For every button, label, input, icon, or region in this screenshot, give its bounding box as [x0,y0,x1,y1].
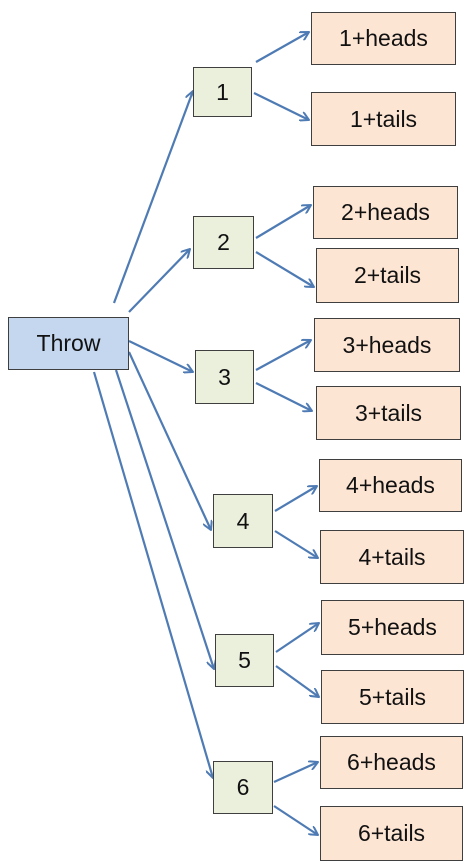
arrow-5-to-tails [275,665,319,697]
leaf-5-heads: 5+heads [321,600,464,655]
die-3-box: 3 [195,350,254,404]
leaf-3-tails: 3+tails [316,386,461,440]
leaf-6-heads-label: 6+heads [347,749,436,775]
leaf-4-tails: 4+tails [320,530,464,584]
die-5-label: 5 [238,647,251,673]
arrow-2-to-heads [255,205,311,239]
leaf-2-tails-label: 2+tails [353,262,422,288]
arrow-throw-to-6 [92,371,213,778]
arrow-2-to-tails [255,251,314,287]
leaf-5-tails: 5+tails [321,670,464,724]
arrow-3-to-tails [255,382,312,411]
leaf-4-heads-label: 4+heads [346,472,435,498]
leaf-1-heads-label: 1+heads [339,25,428,51]
die-1-box: 1 [193,67,252,117]
arrow-6-to-heads [273,762,318,784]
leaf-3-tails-label: 3+tails [354,399,423,426]
leaf-5-tails-label: 5+tails [358,683,427,710]
leaf-4-heads: 4+heads [319,459,462,512]
die-3-label: 3 [218,363,231,390]
die-6-label: 6 [236,774,250,800]
arrow-4-to-tails [274,530,318,558]
arrow-throw-to-5 [114,369,214,669]
die-2-label: 2 [217,229,230,255]
arrow-4-to-heads [274,486,317,512]
arrow-6-to-tails [273,805,318,835]
arrow-throw-to-3 [128,340,193,372]
die-6-box: 6 [213,761,273,814]
leaf-3-heads: 3+heads [314,318,460,372]
leaf-2-heads-label: 2+heads [341,199,430,225]
die-5-box: 5 [215,634,274,687]
leaf-4-tails-label: 4+tails [358,543,426,570]
leaf-6-tails-label: 6+tails [357,820,426,846]
leaf-1-heads: 1+heads [311,12,456,65]
leaf-3-heads-label: 3+heads [342,331,432,358]
throw-box: Throw [8,317,129,370]
leaf-1-tails: 1+tails [311,92,456,146]
leaf-6-heads: 6+heads [320,736,463,789]
arrow-3-to-heads [255,340,311,371]
arrow-5-to-heads [275,623,319,653]
throw-label: Throw [36,330,101,356]
die-2-box: 2 [193,216,254,269]
arrow-1-to-tails [253,92,309,120]
leaf-1-tails-label: 1+tails [349,105,418,132]
die-4-box: 4 [213,494,273,548]
die-1-label: 1 [216,78,229,105]
arrow-1-to-heads [255,32,309,63]
leaf-6-tails: 6+tails [320,806,463,861]
arrow-throw-to-4 [128,351,211,530]
leaf-5-heads-label: 5+heads [348,614,437,640]
leaf-2-tails: 2+tails [316,248,459,303]
arrow-throw-to-2 [128,249,190,313]
die-4-label: 4 [236,507,250,534]
arrow-throw-to-1 [112,91,193,304]
leaf-2-heads: 2+heads [313,186,458,239]
